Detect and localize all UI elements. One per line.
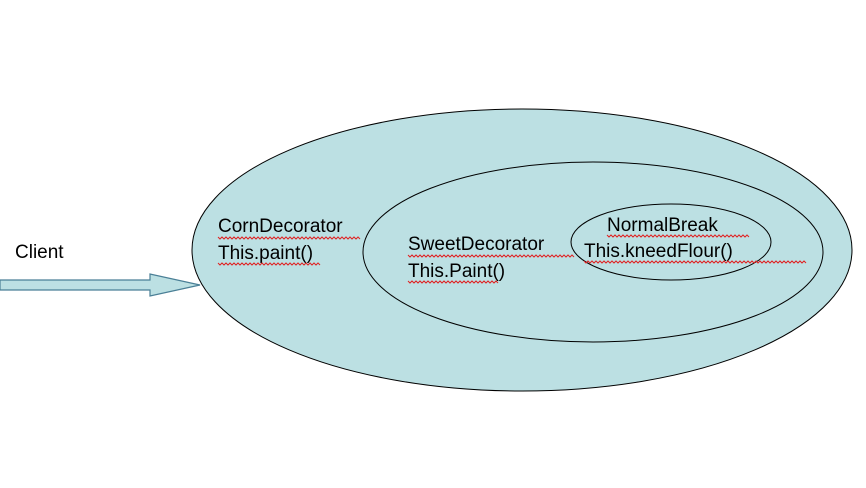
- client-label: Client: [15, 242, 64, 263]
- normal-break-method: This.kneedFlour(): [584, 241, 733, 262]
- normal-break-ellipse: [570, 203, 772, 281]
- spellcheck-underline-normal-method: [583, 260, 807, 264]
- spellcheck-underline-corn-title: [217, 236, 361, 240]
- corn-decorator-title: CornDecorator: [218, 216, 343, 237]
- spellcheck-underline-sweet-title: [407, 254, 575, 258]
- normal-break-title: NormalBreak: [607, 215, 718, 236]
- spellcheck-underline-normal-title: [606, 234, 750, 238]
- right-arrow-icon: [0, 273, 201, 297]
- spellcheck-underline-sweet-method: [407, 280, 499, 284]
- sweet-decorator-method: This.Paint(): [408, 261, 505, 282]
- corn-decorator-method: This.paint(): [218, 243, 313, 264]
- sweet-decorator-title: SweetDecorator: [408, 234, 545, 255]
- spellcheck-underline-corn-method: [217, 262, 321, 266]
